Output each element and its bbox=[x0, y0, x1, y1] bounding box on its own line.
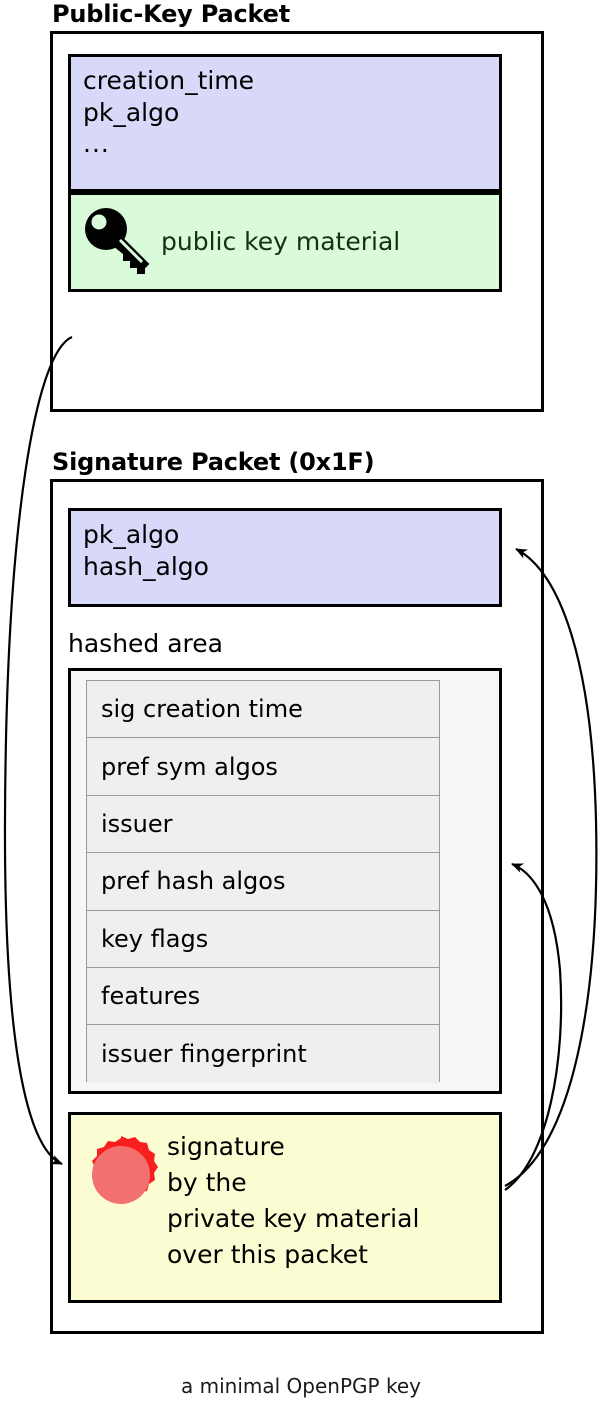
hashed-subpacket-list: sig creation time pref sym algos issuer … bbox=[86, 680, 440, 1083]
signature-line-4: over this packet bbox=[167, 1240, 368, 1269]
diagram-caption: a minimal OpenPGP key bbox=[181, 1374, 421, 1398]
list-item: features bbox=[87, 967, 439, 1026]
list-item: key flags bbox=[87, 910, 439, 968]
field-pk-algo: pk_algo bbox=[83, 98, 180, 127]
field-sig-pk-algo: pk_algo bbox=[83, 520, 180, 549]
public-key-material-label: public key material bbox=[161, 227, 401, 256]
public-key-fields-block: creation_time pk_algo ... bbox=[68, 54, 502, 192]
signature-block-text: signature by the private key material ov… bbox=[167, 1129, 419, 1273]
list-item: sig creation time bbox=[87, 681, 439, 739]
wax-seal-icon bbox=[79, 1133, 163, 1217]
public-key-material-block: public key material bbox=[68, 192, 502, 292]
signature-line-3: private key material bbox=[167, 1204, 420, 1233]
field-sig-hash-algo: hash_algo bbox=[83, 552, 209, 581]
key-icon bbox=[79, 202, 157, 282]
signature-line-2: by the bbox=[167, 1168, 247, 1197]
signature-line-1: signature bbox=[167, 1132, 285, 1161]
list-item: pref sym algos bbox=[87, 738, 439, 796]
signature-fields-block: pk_algo hash_algo bbox=[68, 508, 502, 607]
field-creation-time: creation_time bbox=[83, 66, 255, 95]
list-item: issuer fingerprint bbox=[87, 1025, 439, 1083]
public-key-packet-title: Public-Key Packet bbox=[52, 0, 290, 28]
hashed-area-label: hashed area bbox=[68, 629, 223, 658]
list-item: pref hash algos bbox=[87, 853, 439, 911]
signature-block: signature by the private key material ov… bbox=[68, 1112, 502, 1303]
list-item: issuer bbox=[87, 795, 439, 854]
field-ellipsis: ... bbox=[83, 129, 110, 158]
signature-packet-title: Signature Packet (0x1F) bbox=[52, 448, 375, 476]
